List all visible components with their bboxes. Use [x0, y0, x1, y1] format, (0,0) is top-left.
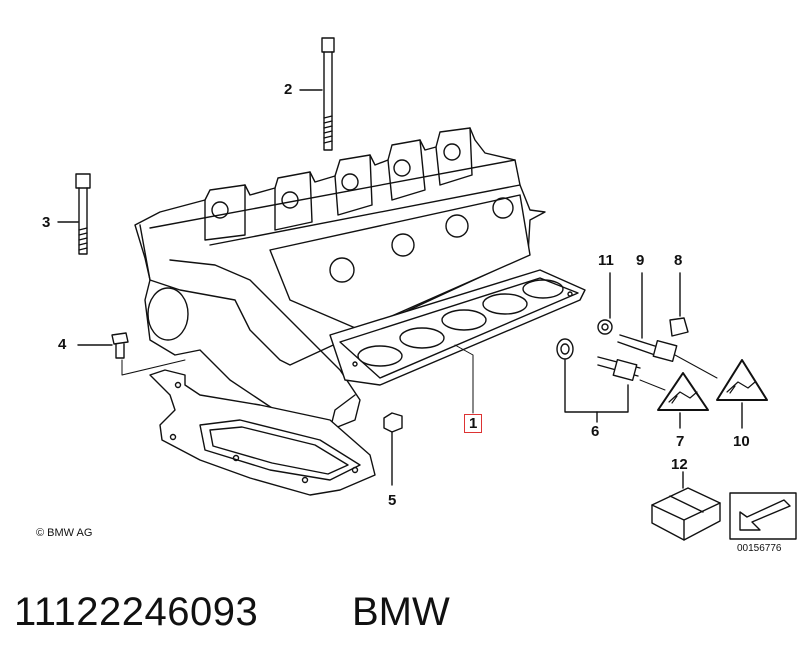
- head-bolt: [299, 37, 335, 151]
- temperature-sensor: [556, 338, 641, 423]
- callout-10[interactable]: 10: [733, 433, 750, 450]
- oil-pan-gasket: [149, 369, 376, 496]
- callout-12[interactable]: 12: [671, 456, 688, 473]
- callout-4[interactable]: 4: [58, 336, 67, 353]
- warning-label-triangles: [639, 354, 768, 429]
- short-bolt: [77, 332, 186, 376]
- copyright-label: © BMW AG: [36, 527, 93, 539]
- callout-3[interactable]: 3: [42, 214, 51, 231]
- callout-1[interactable]: 1: [464, 414, 483, 433]
- callout-11[interactable]: 11: [598, 252, 614, 269]
- callout-8[interactable]: 8: [674, 252, 683, 269]
- arrow-icon: [729, 492, 797, 540]
- callout-6[interactable]: 6: [591, 423, 600, 440]
- callout-7[interactable]: 7: [676, 433, 685, 450]
- long-bolt: [57, 173, 91, 255]
- package-box: [651, 471, 721, 541]
- cylinder-head-gasket: [329, 269, 586, 386]
- part-number: 11122246093: [14, 590, 259, 634]
- callout-5[interactable]: 5: [388, 492, 397, 509]
- diagram-id: 00156776: [737, 543, 782, 554]
- engine-block: [134, 127, 546, 431]
- nut: [383, 412, 403, 486]
- sensor-assembly: [597, 272, 689, 363]
- callout-2[interactable]: 2: [284, 81, 293, 98]
- callout-9[interactable]: 9: [636, 252, 645, 269]
- part-1-leader: [454, 344, 474, 414]
- brand-name: BMW: [352, 590, 450, 634]
